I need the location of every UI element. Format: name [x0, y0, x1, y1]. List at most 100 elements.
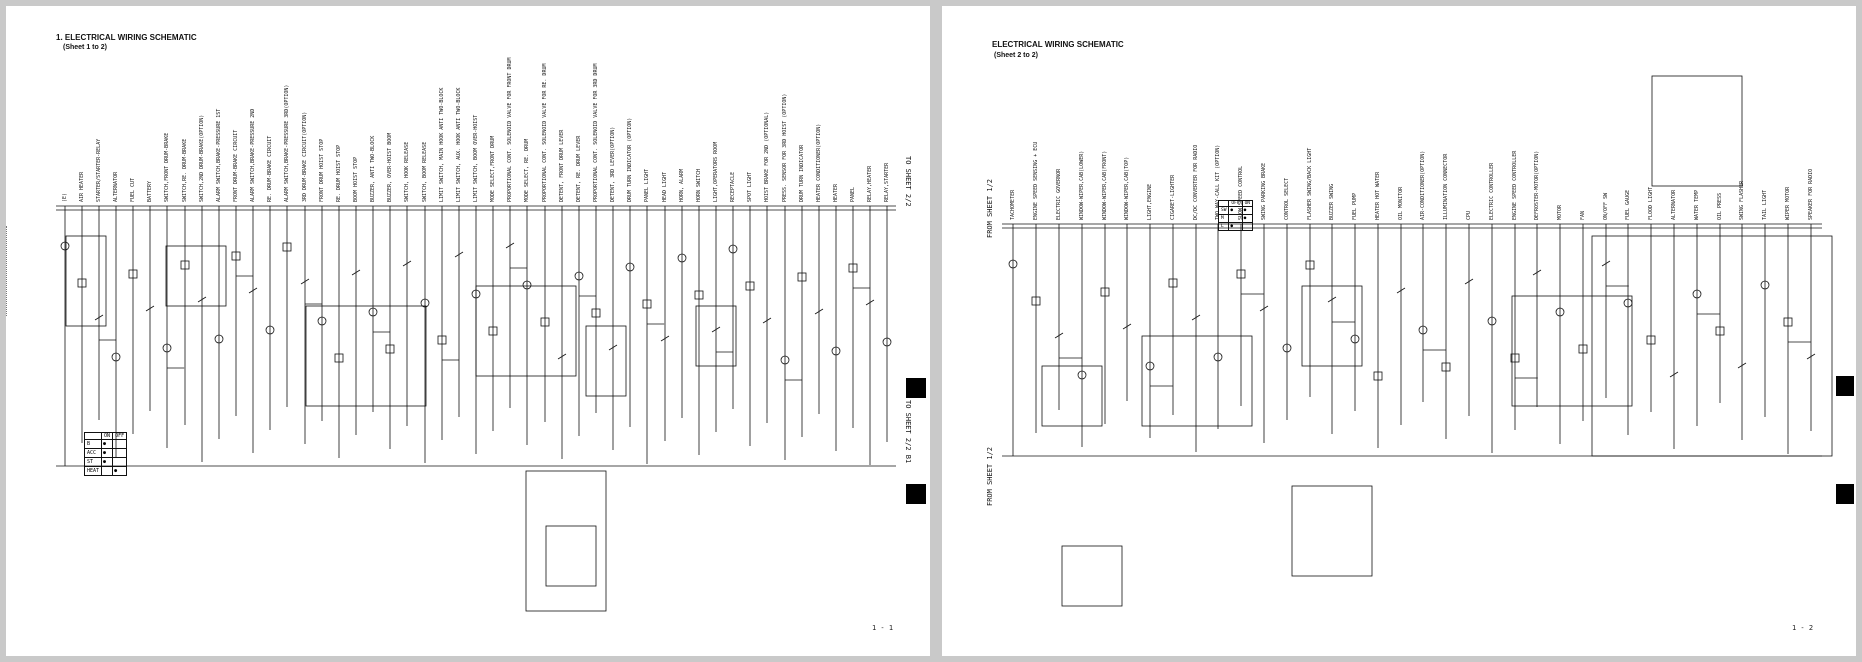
component-label: ALTERNATOR [1671, 189, 1677, 220]
component-label: FLASHER SWING/BACK LIGHT [1307, 147, 1313, 220]
component-label: BUZZER, ANTI TWO-BLOCK [370, 135, 376, 202]
component-label: FRONT DRUM HOIST STOP [319, 138, 325, 202]
component-label: DETENT, 3RD LEVER(OPTION) [610, 126, 616, 202]
table-cell: L [1217, 222, 1230, 231]
component-label: HEATER HOT WATER [1375, 171, 1381, 220]
component-label: HEATER [833, 183, 839, 202]
component-label: BOOM HOIST STOP [353, 156, 359, 202]
sheet-edge-marker [6, 226, 9, 316]
table-cell: HEAT [83, 466, 103, 476]
component-label: AIR HEATER [79, 171, 85, 202]
table-cell: SW [1217, 206, 1230, 215]
component-label: PROPORTIONAL CONT. SOLENOID VALVE FOR 3R… [593, 63, 599, 202]
component-label: ALTERNATOR [113, 171, 119, 202]
component-label: FLOOD LIGHT [1648, 186, 1654, 220]
component-label: 3RD DRUM-BRAKE CIRCUIT(OPTION) [302, 111, 308, 202]
component-label: PROPORTIONAL CONT. SOLENOID VALVE FOR RE… [542, 63, 548, 202]
component-label: ILLUMINATION CONNECTOR [1443, 153, 1449, 220]
component-label: SPEAKER FOR RADIO [1808, 168, 1814, 220]
to-sheet-label: TO SHEET 2/2 [904, 156, 912, 207]
component-label: DC/DC CONVERTER FOR RADIO [1193, 144, 1199, 220]
component-label: HEAD LIGHT [662, 171, 668, 202]
from-sheet-label: FROM SHEET 1/2 [986, 178, 994, 238]
component-label: FUEL PUMP [1352, 192, 1358, 220]
registration-mark [1836, 376, 1854, 396]
component-label: ELECTRIC GOVERNOR [1056, 168, 1062, 220]
component-label: SWING PARKING BRAKE [1261, 162, 1267, 220]
component-label: FUEL CUT [130, 177, 136, 202]
component-label: RECEPTACLE [730, 171, 736, 202]
component-label: SPOT LIGHT [747, 171, 753, 202]
component-label: PROPORTIONAL CONT. SOLENOID VALVE FOR FR… [507, 57, 513, 203]
component-label: PRESS. SENSOR FOR 3RD HOIST (OPTION) [782, 93, 788, 202]
component-label: WINDOW-WIPER,CAB(TOP) [1124, 156, 1130, 220]
component-label: ALARM SWITCH,BRAKE-PRESSURE 2ND [250, 108, 256, 202]
sheet-subtitle: (Sheet 2 to 2) [994, 52, 1038, 59]
registration-mark [1836, 484, 1854, 504]
component-label: LIMIT SWITCH, BOOM OVER-HOIST [473, 114, 479, 202]
component-label: CONTROL SELECT [1284, 177, 1290, 220]
schematic-sheet-1: 1. ELECTRICAL WIRING SCHEMATIC (Sheet 1 … [6, 6, 930, 656]
schematic-sheet-2: ELECTRICAL WIRING SCHEMATIC (Sheet 2 to … [942, 6, 1856, 656]
page-number: 1 - 2 [1792, 624, 1814, 632]
component-label: SWITCH,2ND DRUM-BRAKE(OPTION) [199, 114, 205, 202]
component-label: MODE SELECT,FRONT DRUM [490, 135, 496, 202]
table-cell: B [83, 439, 103, 449]
component-label: LIGHT,ENGINE [1147, 183, 1153, 220]
component-label: OIL PRESS [1717, 192, 1723, 220]
component-label: DEFROSTER-MOTOR(OPTION) [1534, 150, 1540, 220]
component-label: LIGHT,OPERATORS ROOM [713, 141, 719, 202]
component-label: SWITCH, BOOM RELEASE [422, 141, 428, 202]
component-label: ON/OFF SW [1603, 192, 1609, 220]
component-label: OIL MONITOR [1398, 186, 1404, 220]
sheet-subtitle: (Sheet 1 to 2) [63, 44, 107, 51]
component-label: RELAY,STARTER [884, 162, 890, 202]
component-label: RE. DRUM-BRAKE CIRCUIT [267, 135, 273, 202]
component-label: LIMIT SWITCH, AUX. HOOK ANTI TWO-BLOCK [456, 87, 462, 202]
component-label: WIPER MOTOR [1785, 186, 1791, 220]
component-label: LIMIT SWITCH, MAIN HOOK ANTI TWO-BLOCK [439, 87, 445, 202]
component-label: ELECTRIC CONTROLLER [1489, 162, 1495, 220]
to-sheet-label: TO SHEET 2/2 B1 [904, 400, 912, 464]
component-label: RE. DRUM HOIST STOP [336, 144, 342, 202]
page-number: 1 - 1 [872, 624, 894, 632]
key-switch-table: ON OFF B● ACC● ST● HEAT● [83, 432, 128, 476]
sheet-title: ELECTRICAL WIRING SCHEMATIC [992, 40, 1124, 49]
component-label: PANEL [850, 186, 856, 202]
component-label: PANEL LIGHT [644, 168, 650, 202]
component-label: HORN, ALARM [679, 168, 685, 202]
component-label: BATTERY [147, 180, 153, 202]
component-label: MOTOR [1557, 204, 1563, 220]
component-label: CIGARET-LIGHTER [1170, 174, 1176, 220]
component-label: SWITCH,RE. DRUM-BRAKE [182, 138, 188, 202]
component-label: STARTER/STARTER-RELAY [96, 138, 102, 202]
component-label: DETENT, RE. DRUM LEVER [576, 135, 582, 202]
component-label: FAN [1580, 210, 1586, 220]
component-label: DETENT, FRONT DRUM LEVER [559, 129, 565, 202]
sheet-title: 1. ELECTRICAL WIRING SCHEMATIC [56, 33, 197, 42]
component-label: FUEL GAUGE [1625, 189, 1631, 220]
component-label: AIR-CONDITIONER(OPTION) [1420, 150, 1426, 220]
table-cell: ST [83, 457, 103, 467]
component-label: WINDOW-WIPER,CAB(LOWER) [1079, 150, 1085, 220]
component-label: BUZZER SWING [1329, 183, 1335, 220]
component-label: ALARM SWITCH,BRAKE-PRESSURE 1ST [216, 108, 222, 202]
component-label: WATER TEMP [1694, 189, 1700, 220]
registration-mark [906, 484, 926, 504]
component-label: CPU [1466, 210, 1472, 220]
wiper-switch-table: OFF ON SW●● M● L● [1217, 200, 1254, 231]
component-label: RELAY,HEATER [867, 165, 873, 202]
component-label: TAIL LIGHT [1762, 189, 1768, 220]
component-label: DRUM TURN INDICATOR [799, 144, 805, 202]
component-label: HOIST BRAKE FOR 2ND (OPTIONAL) [764, 111, 770, 202]
table-cell: M [1217, 214, 1230, 223]
component-label: ALARM SWITCH,BRAKE-PRESSURE 3RD(OPTION) [284, 84, 290, 202]
component-label: DRUM TURN INDICATOR (OPTION) [627, 117, 633, 202]
wiring-diagram-sheet-2 [1002, 75, 1833, 607]
component-label: TACHOMETER [1010, 189, 1016, 220]
component-label: ENGINE SPEED CONTROLLER [1512, 150, 1518, 220]
component-label: HORN SWITCH [696, 168, 702, 202]
component-label: SWITCH, HOOK RELEASE [404, 141, 410, 202]
from-sheet-label: FROM SHEET 1/2 [986, 446, 994, 506]
component-label: FRONT DRUM-BRAKE CIRCUIT [233, 129, 239, 202]
